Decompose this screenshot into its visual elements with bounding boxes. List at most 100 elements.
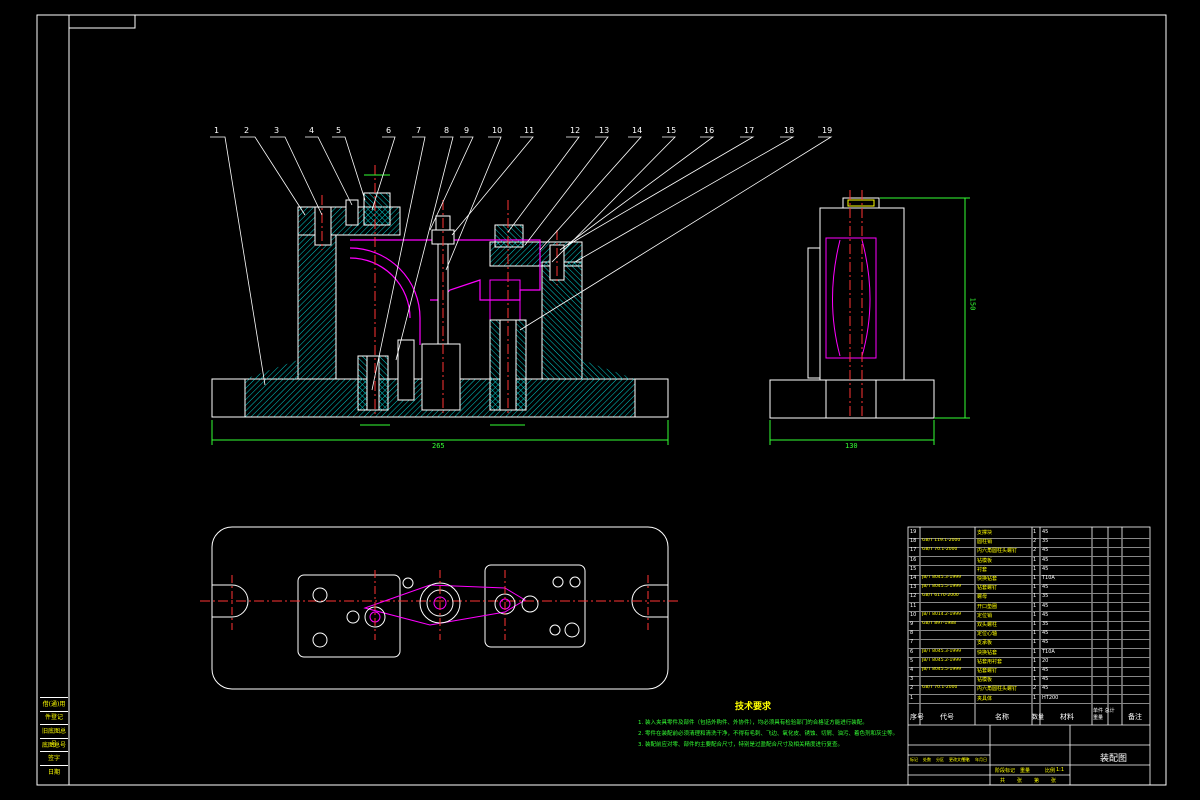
balloon-15: 15 [666, 126, 677, 135]
bom-row-divider [908, 629, 1150, 631]
bom-row-name: 钻套螺钉 [977, 585, 998, 592]
bom-row-name: 钻套螺钉 [977, 668, 998, 674]
bom-row-seq: 15 [910, 565, 917, 572]
balloon-17: 17 [744, 126, 755, 135]
bom-row-name: 定位心轴 [977, 631, 998, 638]
bom-row-divider [908, 583, 1150, 585]
bom-row-qty: 1 [1033, 529, 1037, 535]
bom-row-divider [908, 685, 1150, 686]
bom-row-qty: 1 [1033, 611, 1037, 618]
bom-row-divider [908, 666, 1150, 668]
balloon-7: 7 [416, 126, 422, 135]
balloon-19: 19 [822, 126, 833, 135]
bom-row-seq: 17 [910, 547, 917, 554]
bom-row-qty: 1 [1033, 657, 1037, 664]
sheet-label: 共 [1000, 778, 1006, 784]
bom-row-divider [908, 602, 1150, 604]
bom-row-code: JB/T 8045.2-1999 [922, 657, 961, 663]
bom-row-divider [908, 537, 1150, 539]
bom-row-divider [908, 574, 1150, 576]
bom-row-material: 45 [1042, 565, 1049, 572]
sheet-label: 张 [1017, 778, 1023, 784]
bom-row-name: 定位销 [977, 612, 993, 619]
bom-row-seq: 3 [910, 676, 914, 683]
bom-row-material: 35 [1042, 538, 1049, 545]
bom-row-seq: 14 [910, 575, 917, 581]
balloon-13: 13 [599, 126, 610, 135]
bom-row-qty: 2 [1033, 685, 1037, 692]
bom-row-seq: 4 [910, 667, 914, 673]
bom-row-material: T10A [1042, 575, 1055, 581]
bom-row-name: 螺母 [977, 594, 988, 601]
bom-header-material: 材料 [1060, 713, 1074, 721]
side-panel-cell: 旧底图总号 [40, 724, 68, 748]
bom-row-qty: 1 [1033, 621, 1037, 627]
bom-row-seq: 11 [910, 602, 917, 609]
bom-row-qty: 1 [1033, 556, 1037, 563]
bom-row-qty: 2 [1033, 547, 1037, 554]
revision-label: 年月日 [975, 757, 987, 762]
revision-label: 处数 [923, 757, 931, 762]
dim-side-height: 150 [968, 297, 977, 311]
bom-row-divider [908, 648, 1150, 650]
bom-header-name: 名称 [995, 713, 1009, 721]
balloon-3: 3 [274, 126, 280, 135]
code-box [68, 14, 136, 29]
bom-row-code: GB/T 70.1-2000 [922, 547, 958, 553]
balloon-leaders [210, 136, 833, 391]
bom-row-code: JB/T 8045.5-1999 [922, 584, 961, 590]
stage-label: 阶段标记 [995, 768, 1016, 774]
bom-row-qty: 1 [1033, 584, 1037, 591]
revision-label: 签名 [962, 757, 970, 762]
bom-row-code: JB/T 8045.3-1999 [922, 648, 961, 654]
bom-row-seq: 2 [910, 685, 914, 692]
bom-row-material: 35 [1042, 593, 1049, 600]
bom-row-name: 快换钻套 [977, 649, 998, 656]
dim-front-width: 265 [432, 442, 445, 450]
tech-requirements-title: 技术要求 [735, 702, 772, 712]
bom-row-name: 开口垫圈 [977, 603, 998, 610]
bom-header-qty: 数量 [1032, 714, 1045, 721]
bom-row-name: 内六角圆柱头螺钉 [977, 686, 1018, 693]
balloon-8: 8 [444, 126, 450, 135]
bom-row-seq: 13 [910, 584, 917, 591]
bom-row-code: JB/T 8045.3-1999 [922, 575, 961, 580]
bom-row-seq: 16 [910, 556, 917, 563]
bom-row-seq: 1 [910, 694, 914, 701]
tech-requirement-line: 1. 装入夹具零件及部件（包括外购件、外协件），均必须具有检验部门的合格证方能进… [638, 720, 868, 726]
bom-row-qty: 1 [1033, 602, 1037, 609]
bom-row-divider [908, 556, 1150, 558]
dim-side-width: 130 [845, 442, 858, 450]
bom-row-qty: 1 [1033, 575, 1037, 581]
bom-row-material: 35 [1042, 621, 1049, 627]
bom-row-seq: 10 [910, 611, 917, 618]
balloon-14: 14 [632, 126, 643, 135]
bom-row-seq: 9 [910, 621, 914, 627]
sheet-label: 第 [1034, 778, 1040, 784]
sheet-label: 张 [1051, 778, 1057, 784]
side-panel-cell: 借(通)用件登记 [40, 697, 68, 721]
bom-row-material: 45 [1042, 630, 1049, 637]
tech-requirement-line: 3. 装配前应对零、部件的主要配合尺寸，特别是过盈配合尺寸及相关精度进行复查。 [638, 742, 843, 748]
side-panel-cell [40, 710, 68, 725]
bom-row-divider [908, 703, 1150, 705]
bom-row-name: 夹具体 [977, 695, 993, 702]
bom-row-code: JB/T 8014.2-1999 [922, 611, 961, 617]
bom-header-weight: 单件 总计 重量 [1093, 708, 1115, 721]
bom-row-material: 45 [1042, 676, 1049, 683]
bom-row-divider [908, 620, 1150, 622]
tech-requirement-line: 2. 零件在装配前必须清理和清洗干净，不得有毛刺、飞边、氧化皮、锈蚀、切屑、油污… [638, 731, 898, 737]
bom-row-material: T10A [1042, 648, 1055, 655]
revision-label: 分区 [936, 757, 944, 762]
bom-row-material: 45 [1042, 556, 1049, 563]
bom-row-code: GB/T 6170-2000 [922, 593, 959, 599]
bom-row-seq: 12 [910, 593, 917, 600]
sheet-border-inner [68, 14, 1167, 786]
bom-row-seq: 5 [910, 657, 914, 664]
balloon-1: 1 [214, 126, 220, 135]
balloon-6: 6 [386, 126, 392, 135]
bom-row-seq: 8 [910, 630, 914, 637]
bom-row-seq: 19 [910, 529, 917, 535]
stage-label: 重量 [1020, 768, 1031, 774]
